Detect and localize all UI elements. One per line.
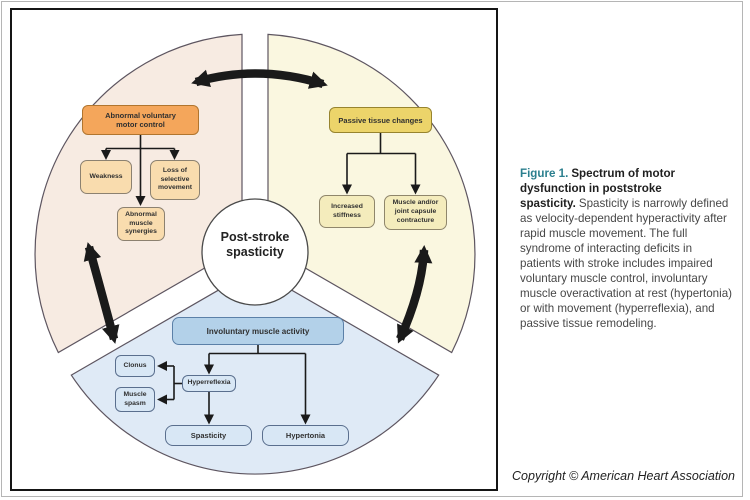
figure-caption: Figure 1.Spectrum of motor dysfunction i…: [520, 166, 732, 331]
copyright-notice: Copyright © American Heart Association: [512, 469, 735, 483]
box-abnormal-muscle-synergies: Abnormal muscle synergies: [117, 207, 165, 241]
center-label-line1: Post-stroke: [220, 230, 290, 244]
box-label: Weakness: [89, 172, 123, 180]
box-hypertonia: Hypertonia: [262, 425, 349, 446]
box-spasticity: Spasticity: [165, 425, 252, 446]
box-label: Abnormal voluntary motor control: [105, 110, 176, 129]
box-label: Spasticity: [190, 431, 227, 440]
box-label: Muscle and/or joint capsule contracture: [392, 199, 439, 224]
sector-involuntary-activity: [70, 268, 440, 475]
box-label: Involuntary muscle activity: [206, 326, 310, 336]
box-passive-tissue-changes: Passive tissue changes: [329, 107, 432, 133]
box-label: Clonus: [123, 361, 147, 369]
caption-title: Spectrum of motor dysfunction in poststr…: [520, 167, 676, 210]
box-involuntary-muscle-activity: Involuntary muscle activity: [172, 317, 344, 345]
box-joint-capsule-contracture: Muscle and/or joint capsule contracture: [384, 195, 447, 230]
connector-lines: [101, 133, 421, 425]
box-increased-stiffness: Increased stiffness: [319, 195, 375, 228]
center-label: Post-stroke spasticity: [195, 230, 315, 260]
center-label-line2: spasticity: [226, 245, 284, 259]
box-muscle-spasm: Muscle spasm: [115, 387, 155, 412]
figure-number-label: Figure 1.: [520, 167, 569, 180]
box-label: Hyperreflexia: [187, 379, 231, 387]
curved-arrow-right: [396, 245, 433, 344]
box-label: Abnormal muscle synergies: [125, 210, 157, 236]
diagram-panel: Post-stroke spasticity Abnormal voluntar…: [10, 8, 498, 491]
center-circle: [201, 198, 309, 306]
curved-arrow-top: [191, 69, 328, 89]
curved-arrow-left: [83, 242, 120, 344]
box-loss-of-selective-movement: Loss of selective movement: [150, 160, 200, 200]
box-label: Passive tissue changes: [338, 115, 423, 125]
caption-body: Spasticity is narrowly defined as veloci…: [520, 197, 732, 330]
box-label: Muscle spasm: [123, 390, 147, 407]
box-label: Hypertonia: [285, 431, 326, 440]
box-abnormal-voluntary-motor-control: Abnormal voluntary motor control: [82, 105, 199, 135]
box-hyperreflexia: Hyperreflexia: [182, 375, 236, 392]
box-weakness: Weakness: [80, 160, 132, 194]
box-clonus: Clonus: [115, 355, 155, 377]
box-label: Loss of selective movement: [158, 166, 192, 192]
box-label: Increased stiffness: [331, 202, 363, 219]
